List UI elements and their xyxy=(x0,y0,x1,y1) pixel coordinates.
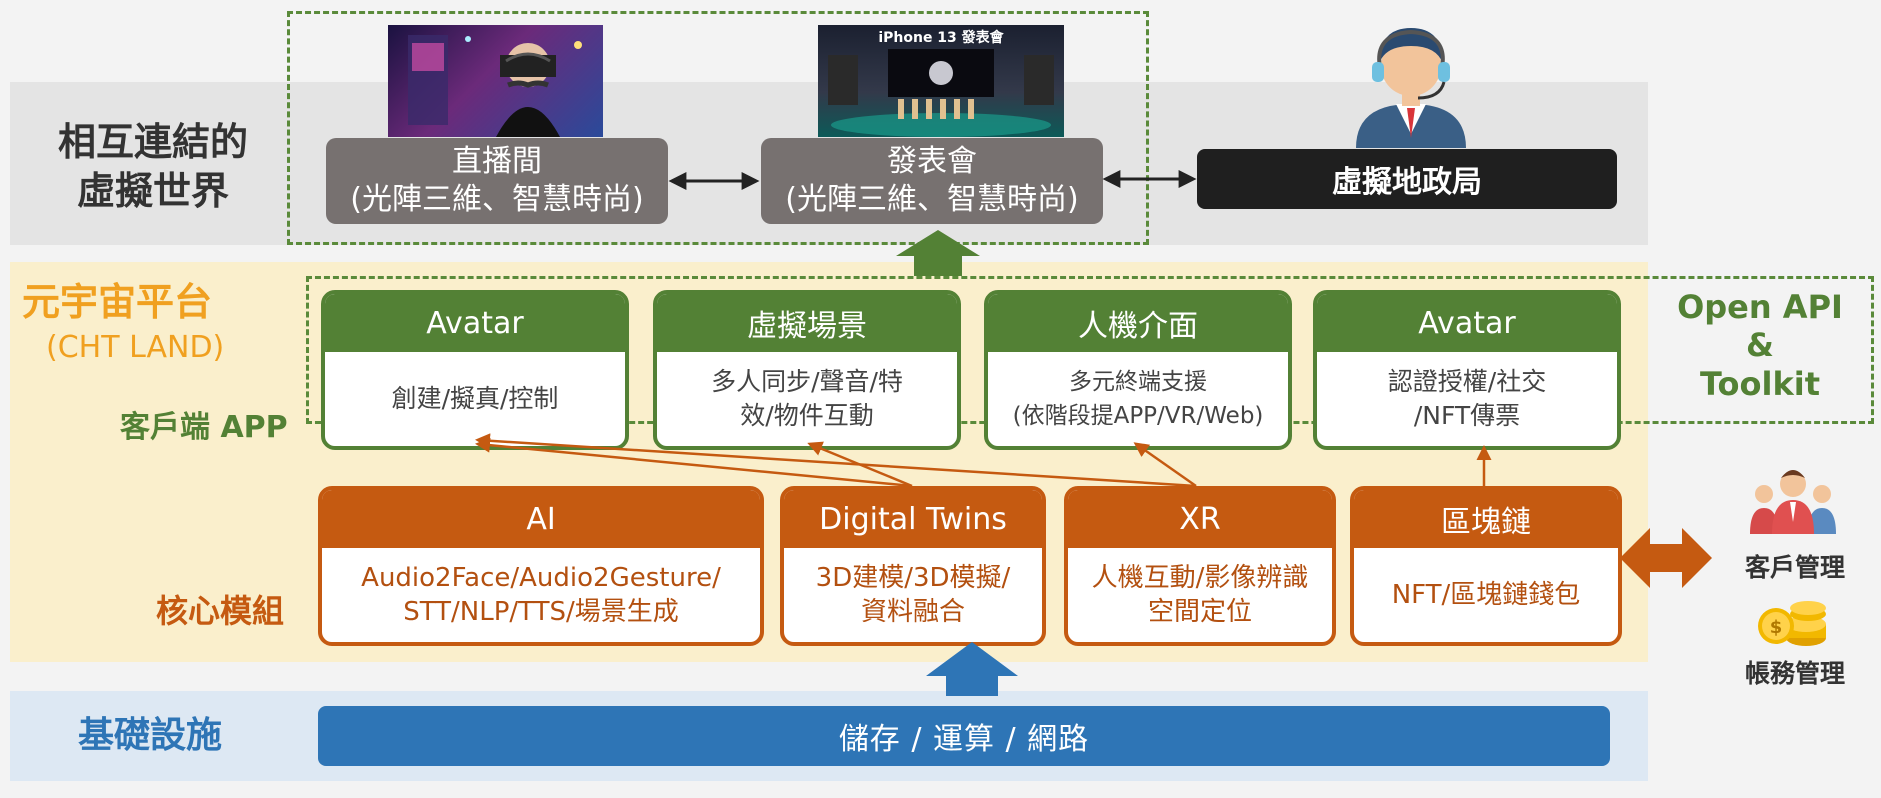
infrastructure-bar: 儲存 / 運算 / 網路 xyxy=(318,706,1610,766)
svg-text:$: $ xyxy=(1770,617,1783,638)
customer-management-label: 客戶管理 xyxy=(1744,553,1845,582)
launch-event-box: 發表會 (光陣三維、智慧時尚) xyxy=(761,138,1103,224)
core-card-title: Digital Twins xyxy=(784,490,1042,548)
virtual-world-label: 相互連結的 虛擬世界 xyxy=(57,120,248,214)
vr-headset-photo xyxy=(388,25,603,137)
platform-title: 元宇宙平台 xyxy=(22,280,213,324)
core-card-title: XR xyxy=(1068,490,1332,548)
client-card-avatar-auth: Avatar 認證授權/社交 /NFT傳票 xyxy=(1313,290,1621,450)
core-card-ai: AI Audio2Face/Audio2Gesture/ STT/NLP/TTS… xyxy=(318,486,764,646)
core-card-body: 人機互動/影像辨識 空間定位 xyxy=(1091,563,1309,627)
client-app-label: 客戶端 APP xyxy=(120,410,288,445)
virtual-world-dashed-frame xyxy=(287,11,1149,245)
client-card-virtual-scene: 虛擬場景 多人同步/聲音/特 效/物件互動 xyxy=(653,290,961,450)
billing-management-label: 帳務管理 xyxy=(1744,659,1845,688)
core-card-blockchain: 區塊鏈 NFT/區塊鏈錢包 xyxy=(1350,486,1622,646)
live-room-subtitle: (光陣三維、智慧時尚) xyxy=(350,182,644,217)
client-card-title: Avatar xyxy=(325,294,625,352)
client-card-body: 多人同步/聲音/特 效/物件互動 xyxy=(711,367,903,430)
operator-icon xyxy=(1352,20,1470,148)
core-card-title: AI xyxy=(322,490,760,548)
launch-event-photo: iPhone 13 發表會 xyxy=(818,25,1064,137)
core-card-body: Audio2Face/Audio2Gesture/ STT/NLP/TTS/場景… xyxy=(361,563,721,627)
core-card-body: 3D建模/3D模擬/ 資料融合 xyxy=(815,563,1011,627)
platform-subtitle: (CHT LAND) xyxy=(46,330,225,365)
core-card-title: 區塊鏈 xyxy=(1354,490,1618,548)
client-card-body: 認證授權/社交 /NFT傳票 xyxy=(1387,367,1547,430)
client-card-title: 虛擬場景 xyxy=(657,294,957,352)
client-card-title: Avatar xyxy=(1317,294,1617,352)
open-api-label: Open API & Toolkit xyxy=(1677,288,1843,403)
live-room-box: 直播間 (光陣三維、智慧時尚) xyxy=(326,138,668,224)
coins-icon: $ xyxy=(1754,594,1830,650)
people-icon xyxy=(1748,468,1838,534)
core-card-digital-twins: Digital Twins 3D建模/3D模擬/ 資料融合 xyxy=(780,486,1046,646)
core-module-label: 核心模組 xyxy=(156,592,285,630)
client-card-body: 創建/擬真/控制 xyxy=(391,384,559,413)
client-card-hmi: 人機介面 多元終端支援 (依階段提APP/VR/Web) xyxy=(984,290,1292,450)
client-card-title: 人機介面 xyxy=(988,294,1288,352)
launch-image-caption: iPhone 13 發表會 xyxy=(878,30,1004,46)
core-card-xr: XR 人機互動/影像辨識 空間定位 xyxy=(1064,486,1336,646)
launch-event-title: 發表會 xyxy=(887,144,977,179)
live-room-title: 直播間 xyxy=(452,144,542,179)
core-card-body: NFT/區塊鏈錢包 xyxy=(1391,580,1581,610)
launch-event-subtitle: (光陣三維、智慧時尚) xyxy=(785,182,1079,217)
virtual-land-bureau-box: 虛擬地政局 xyxy=(1197,149,1617,209)
client-card-avatar: Avatar 創建/擬真/控制 xyxy=(321,290,629,450)
infrastructure-label: 基礎設施 xyxy=(78,715,223,756)
client-card-body: 多元終端支援 (依階段提APP/VR/Web) xyxy=(1012,369,1264,429)
